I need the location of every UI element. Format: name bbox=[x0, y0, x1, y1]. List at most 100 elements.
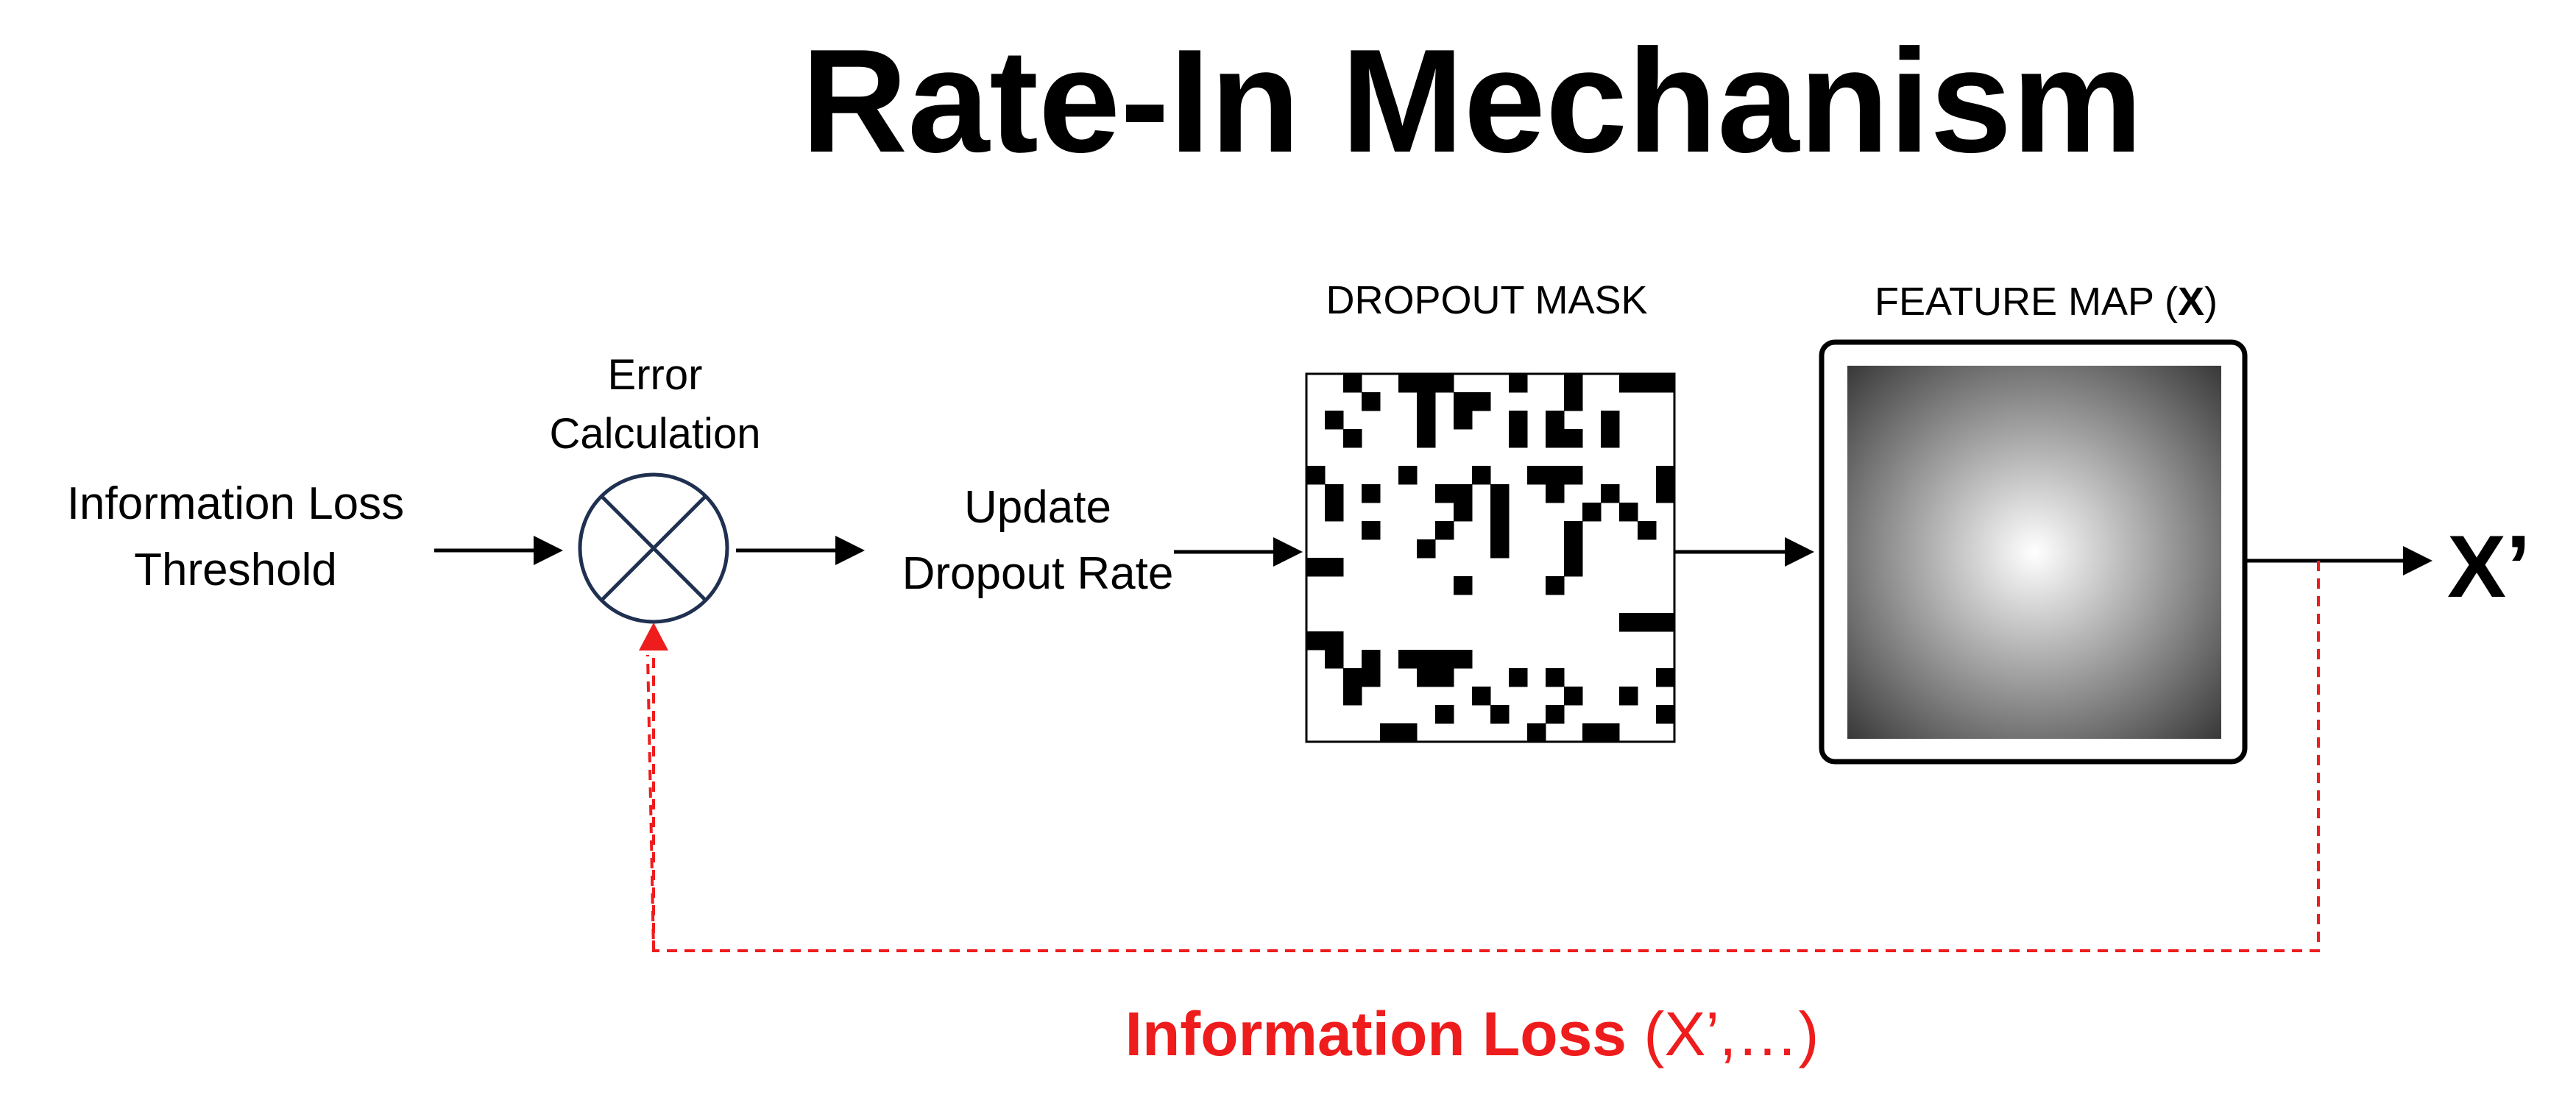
feature-map-header-symbol: X bbox=[2178, 280, 2205, 324]
mask-cell bbox=[1454, 650, 1473, 669]
mask-cell bbox=[1435, 374, 1454, 393]
mask-cell bbox=[1398, 466, 1418, 485]
mask-cell bbox=[1601, 411, 1620, 430]
threshold-label-line1: Information Loss bbox=[66, 478, 405, 529]
arrow-update-to-mask bbox=[1174, 537, 1303, 567]
feature-map-gradient bbox=[1847, 366, 2221, 739]
feature-map-header-prefix: FEATURE MAP ( bbox=[1874, 280, 2179, 324]
feedback-arrowhead bbox=[639, 623, 668, 651]
mask-cell bbox=[1656, 705, 1675, 724]
mask-cell bbox=[1435, 705, 1454, 724]
mask-cell bbox=[1619, 374, 1638, 393]
mask-cell bbox=[1343, 374, 1362, 393]
mask-cell bbox=[1564, 429, 1583, 448]
mask-cell bbox=[1325, 631, 1344, 651]
mask-cell bbox=[1638, 521, 1657, 540]
mask-cell bbox=[1564, 539, 1583, 559]
mask-cell bbox=[1435, 668, 1454, 687]
mask-cell bbox=[1638, 613, 1657, 632]
mask-cell bbox=[1435, 650, 1454, 669]
mask-cell bbox=[1454, 503, 1473, 522]
mask-cell bbox=[1509, 429, 1528, 448]
mask-cell bbox=[1509, 374, 1528, 393]
mask-cell bbox=[1306, 466, 1326, 485]
feature-map-header-suffix: ) bbox=[2204, 280, 2218, 324]
error-calculation-circle-icon bbox=[578, 472, 729, 624]
mask-cell bbox=[1509, 668, 1528, 687]
mask-cell bbox=[1564, 374, 1583, 393]
mask-cell bbox=[1362, 484, 1381, 503]
mask-cell bbox=[1656, 466, 1675, 485]
mask-cell bbox=[1398, 374, 1418, 393]
output-x-prime-label: X’ bbox=[2447, 517, 2531, 616]
arrow-mask-to-feature-map bbox=[1674, 537, 1814, 567]
mask-cell bbox=[1490, 484, 1510, 503]
mask-cell bbox=[1509, 411, 1528, 430]
mask-cell bbox=[1417, 392, 1436, 411]
threshold-label: Information Loss Threshold bbox=[29, 471, 442, 603]
mask-cell bbox=[1564, 558, 1583, 577]
mask-cell bbox=[1325, 484, 1344, 503]
information-loss-args: (X’,…) bbox=[1627, 999, 1819, 1068]
mask-cell bbox=[1564, 392, 1583, 411]
arrow-error-to-update bbox=[736, 536, 865, 565]
mask-cell bbox=[1325, 411, 1344, 430]
mask-cell bbox=[1435, 484, 1454, 503]
mask-cell bbox=[1454, 484, 1473, 503]
mask-cell bbox=[1546, 668, 1565, 687]
mask-cell bbox=[1417, 539, 1436, 559]
feature-map-header: FEATURE MAP (X) bbox=[1803, 276, 2289, 327]
mask-cell bbox=[1417, 411, 1436, 430]
mask-cell bbox=[1490, 705, 1510, 724]
mask-cell bbox=[1398, 723, 1418, 742]
mask-cell bbox=[1564, 687, 1583, 706]
mask-cell bbox=[1490, 503, 1510, 522]
mask-cell bbox=[1417, 668, 1436, 687]
mask-cell bbox=[1380, 723, 1399, 742]
mask-cell bbox=[1546, 484, 1565, 503]
arrow-feature-map-to-output bbox=[2245, 546, 2432, 575]
mask-cell bbox=[1638, 374, 1657, 393]
dropout-mask-header: DROPOUT MASK bbox=[1326, 278, 1648, 322]
mask-cell bbox=[1343, 429, 1362, 448]
mask-cell bbox=[1601, 723, 1620, 742]
mask-cell bbox=[1343, 668, 1362, 687]
mask-cell bbox=[1454, 392, 1473, 411]
mask-cell bbox=[1417, 429, 1436, 448]
mask-cell bbox=[1362, 650, 1381, 669]
mask-cell bbox=[1325, 558, 1344, 577]
mask-cell bbox=[1601, 429, 1620, 448]
threshold-label-line2: Threshold bbox=[134, 545, 337, 595]
mask-cell bbox=[1656, 374, 1675, 393]
mask-cell bbox=[1306, 631, 1326, 651]
mask-cell bbox=[1472, 392, 1491, 411]
update-label-line2: Dropout Rate bbox=[902, 548, 1174, 599]
mask-cell bbox=[1325, 650, 1344, 669]
mask-cell bbox=[1454, 576, 1473, 595]
update-dropout-rate-label: Update Dropout Rate bbox=[854, 475, 1222, 607]
mask-cell bbox=[1490, 521, 1510, 540]
mask-cell bbox=[1656, 484, 1675, 503]
mask-cell bbox=[1398, 650, 1418, 669]
mask-cell bbox=[1527, 723, 1546, 742]
mask-cell bbox=[1306, 558, 1326, 577]
mask-cell bbox=[1325, 503, 1344, 522]
mask-cell bbox=[1656, 613, 1675, 632]
error-label-line1: Error bbox=[607, 351, 703, 399]
mask-cell bbox=[1601, 484, 1620, 503]
mask-cell bbox=[1472, 466, 1491, 485]
mask-cell bbox=[1582, 503, 1602, 522]
mask-cell bbox=[1546, 411, 1565, 430]
feature-map-box bbox=[1819, 339, 2248, 765]
mask-cell bbox=[1362, 668, 1381, 687]
mask-cell bbox=[1435, 521, 1454, 540]
information-loss-label: Information Loss (X’,…) bbox=[1030, 993, 1914, 1074]
mask-cell bbox=[1546, 705, 1565, 724]
mask-cell bbox=[1564, 521, 1583, 540]
mask-cell bbox=[1362, 392, 1381, 411]
arrow-threshold-to-error bbox=[434, 536, 563, 565]
mask-cell bbox=[1656, 668, 1675, 687]
mask-cell bbox=[1546, 466, 1565, 485]
mask-cell bbox=[1362, 521, 1381, 540]
mask-cell bbox=[1619, 613, 1638, 632]
